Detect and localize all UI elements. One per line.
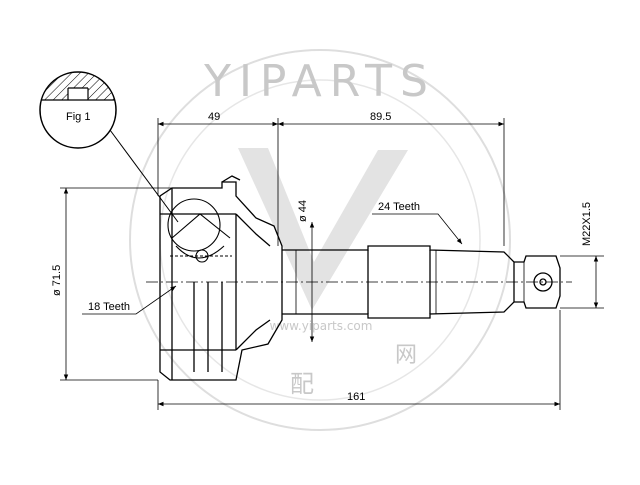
watermark-url: www.yiparts.com <box>270 319 373 333</box>
dim-161-label: 161 <box>347 391 365 403</box>
teeth-inner-label: 18 Teeth <box>88 301 130 313</box>
watermark-logo-v <box>238 148 408 310</box>
threaded-tip <box>514 255 561 309</box>
watermark-cjk-2: 网 <box>395 343 417 368</box>
shaft <box>282 245 561 319</box>
dim-89-5-label: 89.5 <box>370 111 391 123</box>
fig1-label: Fig 1 <box>66 111 90 123</box>
ball-cage <box>167 198 221 252</box>
watermark: YIPARTS www.yiparts.com 配 网 <box>129 49 511 431</box>
fig1-detail: Fig 1 <box>39 71 179 223</box>
fig1-circle <box>39 71 117 149</box>
housing-outline <box>159 181 283 381</box>
teeth-outer-label: 24 Teeth <box>378 201 420 213</box>
dim-44-label: ø 44 <box>297 200 309 222</box>
watermark-ring <box>129 49 511 431</box>
watermark-cjk-1: 配 <box>290 370 314 398</box>
housing-lip <box>221 175 241 183</box>
dim-49-label: 49 <box>208 111 220 123</box>
watermark-brand: YIPARTS <box>203 56 436 107</box>
dimensions <box>60 118 604 410</box>
shaft-body <box>282 245 515 319</box>
fig1-leader <box>109 129 179 223</box>
dim-71-5-label: ø 71.5 <box>51 265 63 296</box>
tip-pin-hole <box>533 272 553 292</box>
outer-housing <box>159 175 283 381</box>
inner-race <box>167 198 232 263</box>
leader-24-teeth <box>372 213 463 245</box>
leader-18-teeth <box>82 285 177 315</box>
fig1-notch <box>68 88 88 102</box>
dim-thread-label: M22X1.5 <box>581 202 593 246</box>
